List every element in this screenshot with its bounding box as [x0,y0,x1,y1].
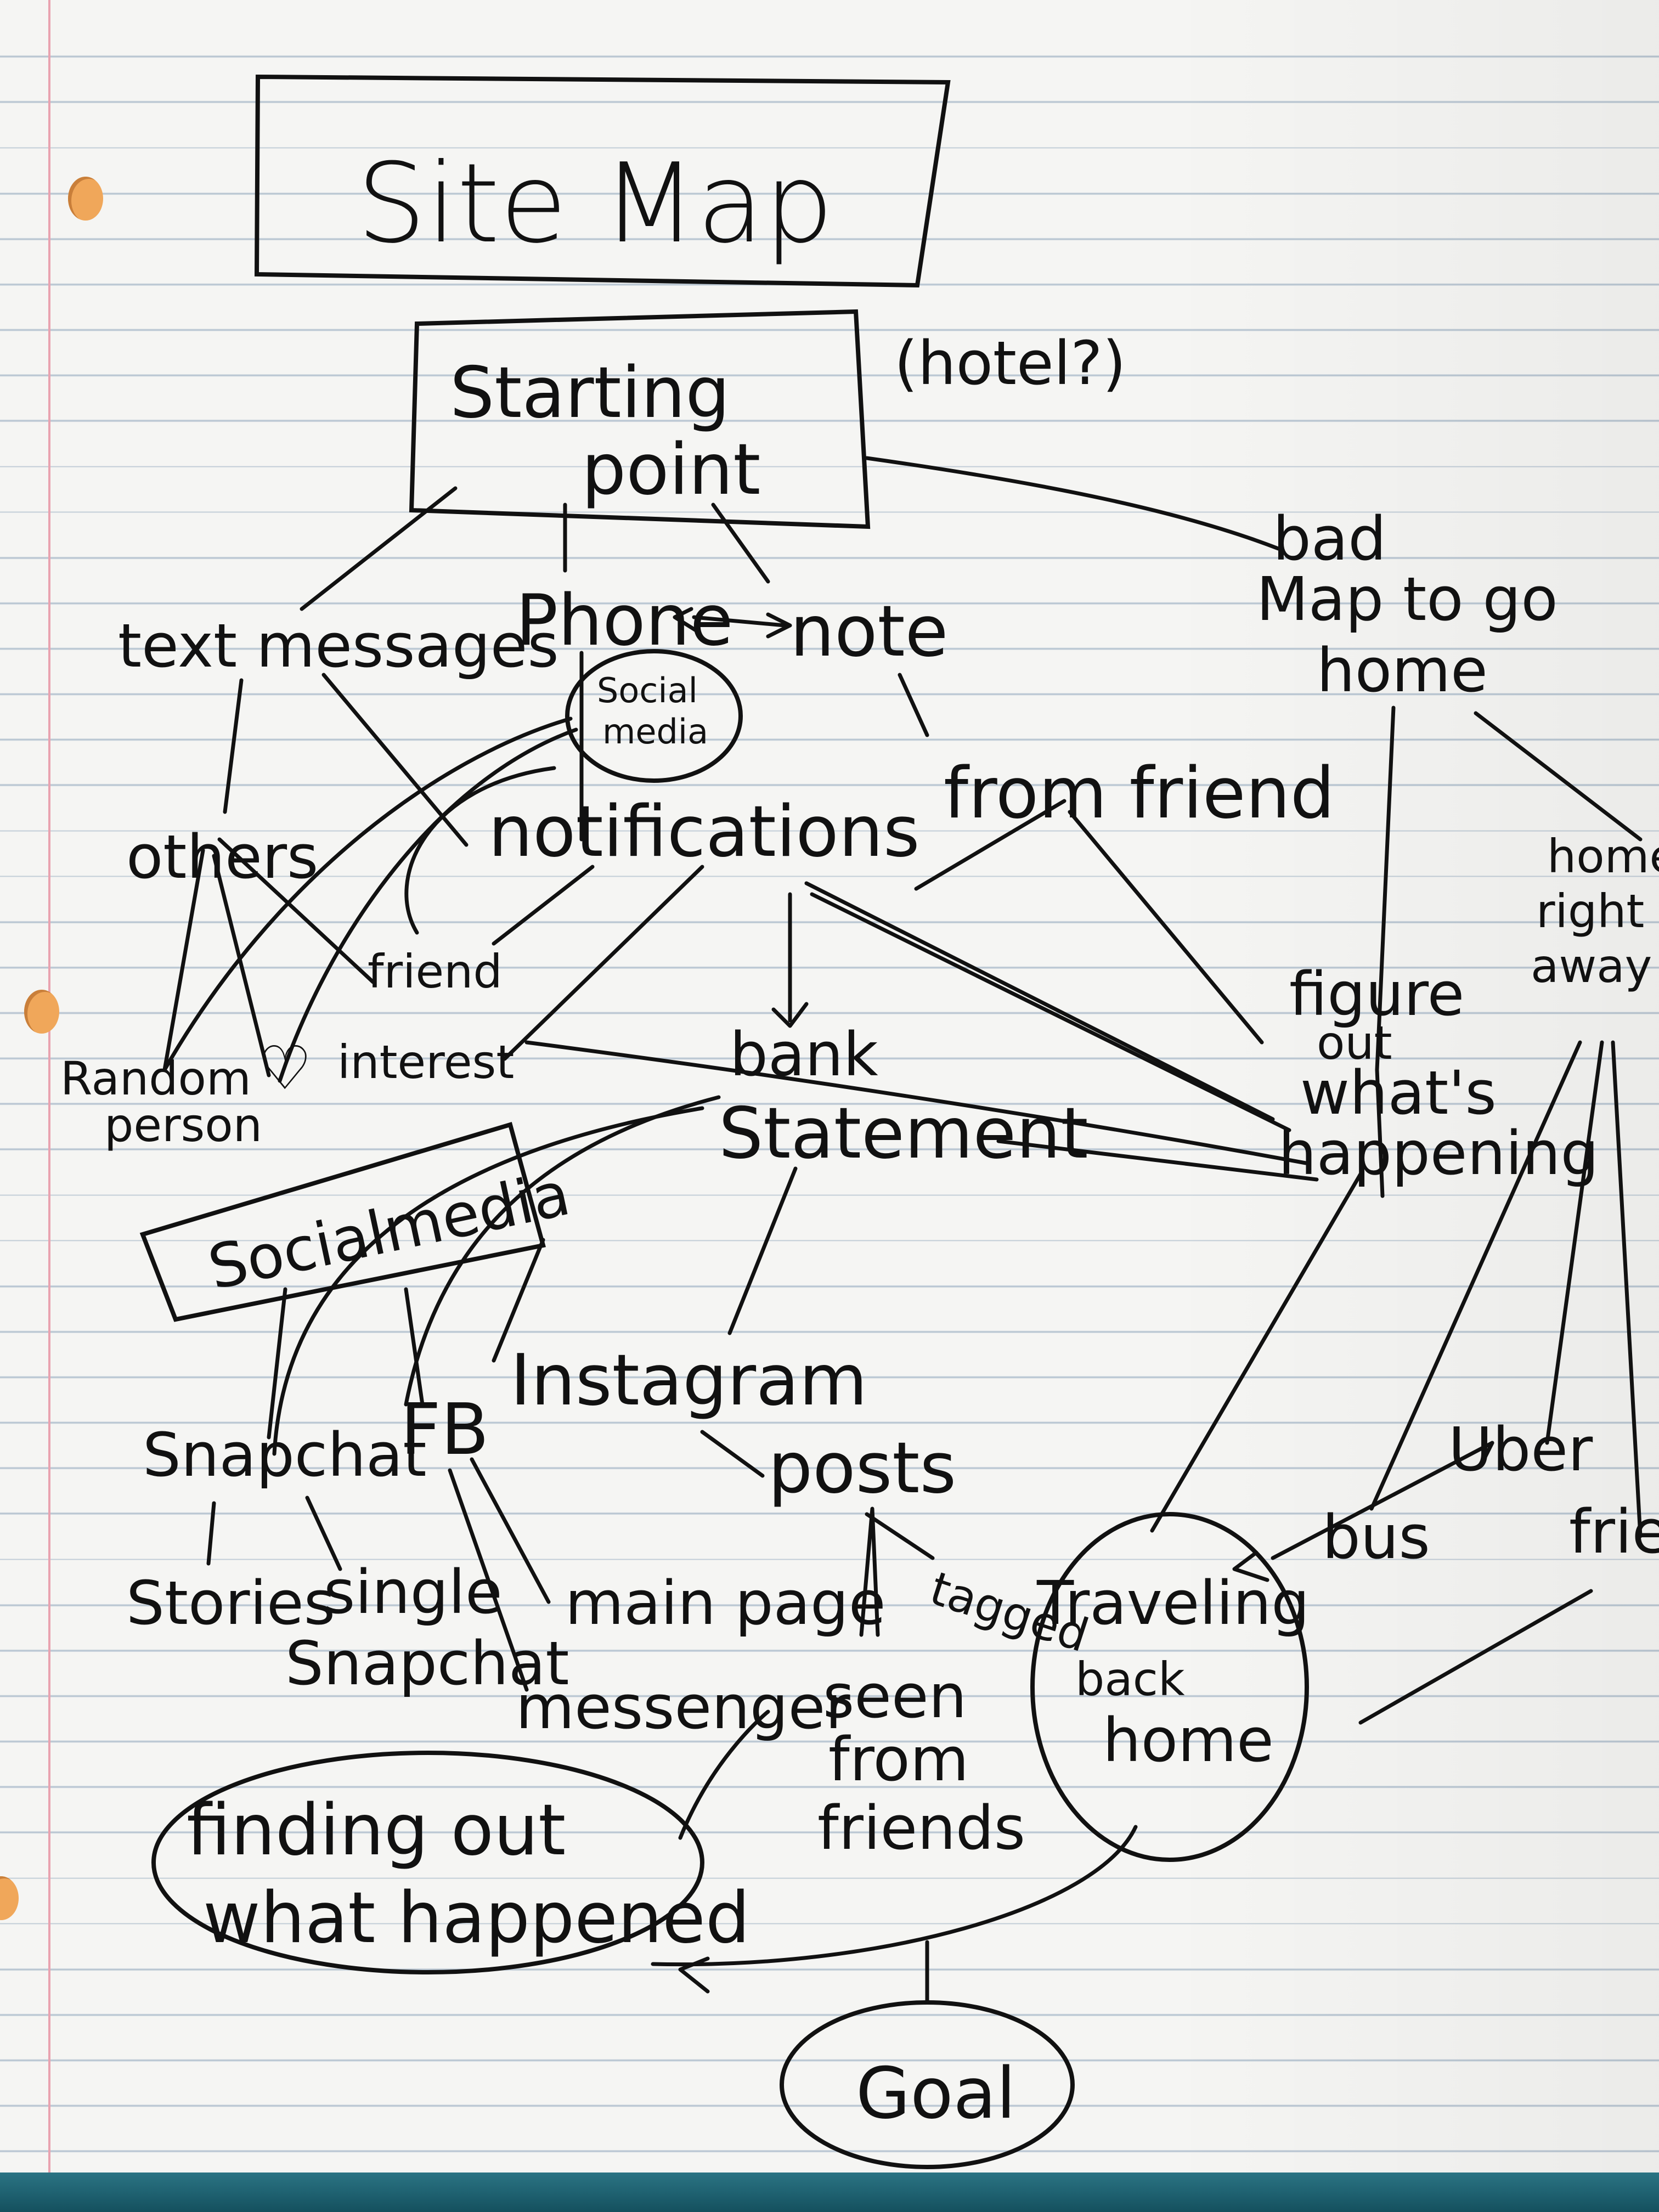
social-media-small-label: media [602,712,708,752]
starting-point-label: Starting [450,352,730,434]
messenger-label: messenger [516,1672,850,1742]
home-right-away-label: away [1531,939,1652,993]
traveling-label: Traveling [1036,1568,1310,1638]
title-text: Site Map [357,140,834,268]
margin-line [48,0,50,2172]
others-label: others [126,822,318,892]
figure-out-label: figure [1289,959,1464,1029]
map-to-go-home-label: bad [1273,504,1386,574]
bus-label: bus [1322,1502,1430,1572]
background-floor [0,2172,1659,2212]
home-right-away-label: home [1547,830,1659,883]
social-media-circle [565,649,743,783]
connector-lines [162,456,1643,2005]
posts-label: posts [768,1427,956,1509]
starting-point-label: point [582,429,760,511]
title-box [254,74,951,288]
notifications-label: notifications [488,791,920,873]
phone-label: Phone [516,580,733,662]
from-friend-label: from friend [944,753,1335,834]
snapchat-label: Snapchat [143,1420,427,1490]
binder-hole [68,177,103,221]
fb-label: FB [400,1389,489,1471]
single-snapchat-label: single [324,1557,503,1627]
traveling-label: back [1075,1652,1185,1706]
instagram-label: Instagram [510,1340,867,1421]
figure-out-label: what's [1300,1058,1497,1128]
seen-from-friends-label: from [828,1724,969,1795]
hotel-label: (hotel?) [894,328,1126,398]
binder-hole [24,990,59,1034]
page-shadow [1165,0,1659,2172]
note-label: note [790,591,948,673]
uber-label: Uber [1448,1414,1593,1485]
social-media-box [139,1121,546,1322]
finding-out-label: what happened [203,1877,750,1959]
friend-interest-label: interest [337,1035,514,1089]
single-snapchat-label: Snapchat [285,1628,569,1699]
starting-point-box [409,309,871,529]
figure-out-label: happening [1278,1118,1599,1188]
friend-right-label: frien [1569,1497,1659,1567]
main-page-label: main page [565,1568,886,1638]
map-to-go-home-label: home [1317,635,1488,706]
text-messages-label: text messages [118,611,559,681]
stories-label: Stories [126,1568,335,1638]
friend-interest-label: friend [368,945,503,998]
finding-out-label: finding out [187,1790,566,1871]
bank-statement-label: bank [730,1019,878,1090]
traveling-label: home [1103,1705,1274,1775]
home-right-away-label: right [1536,884,1644,938]
traveling-back-home-circle [1030,1512,1309,1862]
finding-out-circle [151,1751,704,1974]
social-media-small-label: Social [597,670,698,710]
goal-label: Goal [856,2053,1016,2135]
seen-from-friends-label: friends [817,1793,1025,1863]
random-person-label: person [104,1098,262,1152]
bank-statement-label: Statement [719,1093,1088,1175]
map-to-go-home-label: Map to go [1256,564,1558,634]
seen-from-friends-label: seen [823,1661,967,1731]
random-person-label: Random [60,1052,251,1105]
